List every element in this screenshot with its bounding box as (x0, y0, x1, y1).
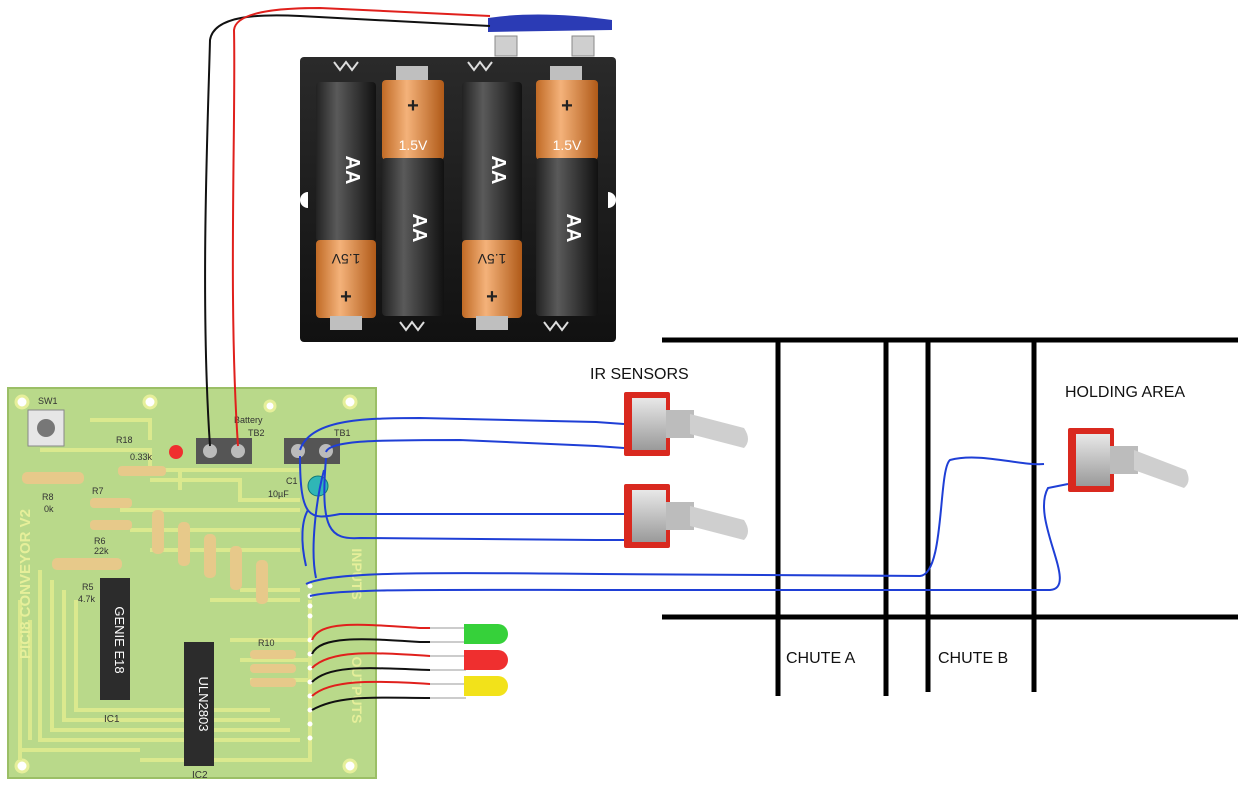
r10-label: R10 (258, 638, 275, 648)
r18-resistor (118, 466, 166, 476)
holding-sensor-wire-b (309, 483, 1069, 597)
sw1-button-icon (37, 419, 55, 437)
cell-3-type: AA (487, 156, 509, 185)
cell-3-voltage: 1.5V (477, 251, 506, 267)
r8-label: R8 (42, 492, 54, 502)
sw1-label: SW1 (38, 396, 58, 406)
battery-positive-wire (231, 6, 491, 447)
ic2-chip-text: ULN2803 (196, 677, 211, 732)
r18-value: 0.33k (130, 452, 153, 462)
battery-cell-4: + 1.5V AA (536, 66, 598, 316)
battery-cell-3: AA 1.5V + (462, 82, 522, 330)
r5-label: R5 (82, 582, 94, 592)
green-led (464, 624, 508, 644)
sensor-2-wire-b (323, 457, 624, 541)
output-header-pins (307, 637, 313, 741)
cell-2-voltage: 1.5V (399, 137, 428, 153)
battery-pack: AA 1.5V + + 1.5V AA AA 1.5V + + (300, 14, 616, 342)
r7-label: R7 (92, 486, 104, 496)
cell-1-plus: + (340, 286, 352, 308)
r8-resistor (22, 472, 84, 484)
r10-resistors (250, 650, 296, 687)
r6-value: 22k (94, 546, 109, 556)
c1-value: 10µF (268, 489, 289, 499)
ir-sensor-1 (624, 392, 748, 456)
cell-3-plus: + (486, 286, 498, 308)
cell-2-plus: + (407, 95, 419, 117)
ir-sensors-label: IR SENSORS (590, 366, 689, 383)
c1-label: C1 (286, 476, 298, 486)
battery-label: Battery (234, 415, 263, 425)
chute-a-label: CHUTE A (786, 650, 856, 667)
snap-terminal (571, 35, 595, 57)
inputs-label: INPUTS (349, 548, 365, 599)
ic1-chip (100, 578, 130, 700)
sensor-2-wire-a (299, 455, 624, 518)
yellow-led (464, 676, 508, 696)
r5-resistor (52, 558, 122, 570)
snap-terminal (494, 35, 518, 57)
springs (333, 60, 569, 332)
ic2-label: IC2 (192, 770, 208, 780)
ic1-chip-text: GENIE E18 (112, 606, 127, 673)
power-led (169, 445, 183, 459)
r6-label: R6 (94, 536, 106, 546)
battery-cell-1: AA 1.5V + (316, 82, 376, 330)
chute-b-label: CHUTE B (938, 650, 1008, 667)
r6-resistor (90, 520, 132, 530)
cell-4-type: AA (562, 214, 584, 243)
ic2-chip (184, 642, 214, 766)
tb1-label: TB1 (334, 428, 351, 438)
battery-snap (488, 14, 612, 32)
cell-4-voltage: 1.5V (553, 137, 582, 153)
pcb-board: SW1 R18 0.33k R8 0k R7 R6 22k R5 4.7k Ba… (7, 387, 377, 781)
tb2-label: TB2 (248, 428, 265, 438)
sensor-wires (299, 416, 1069, 597)
holding-area-label: HOLDING AREA (1065, 384, 1185, 401)
board-name: PICI8 CONVEYOR V2 (17, 509, 34, 659)
outputs-label: OUTPUTS (349, 657, 365, 724)
sensor-jumper-a (301, 509, 309, 567)
cell-1-voltage: 1.5V (331, 251, 360, 267)
r18-label: R18 (116, 435, 133, 445)
battery-cell-2: + 1.5V AA (382, 66, 444, 316)
led-wires (311, 623, 466, 711)
sensor-1-wire-b (325, 438, 625, 453)
battery-negative-wire (204, 14, 491, 447)
sensor-1-wire-a (299, 416, 625, 451)
output-leds (464, 624, 508, 696)
sensor-jumper-b (312, 469, 325, 579)
holding-sensor-wire-a (305, 456, 1045, 585)
holding-area-sensor (1068, 428, 1189, 492)
r7-resistor (90, 498, 132, 508)
cell-2-type: AA (408, 214, 430, 243)
red-led (464, 650, 508, 670)
led-legs (430, 627, 466, 699)
ir-sensor-2 (624, 484, 748, 548)
r5-value: 4.7k (78, 594, 96, 604)
cell-1-type: AA (341, 156, 363, 185)
conveyor-structure (662, 337, 1238, 696)
battery-wires (204, 6, 491, 447)
cell-4-plus: + (561, 95, 573, 117)
r8-value: 0k (44, 504, 54, 514)
ic1-label: IC1 (104, 714, 120, 725)
resistor-array (152, 510, 268, 604)
